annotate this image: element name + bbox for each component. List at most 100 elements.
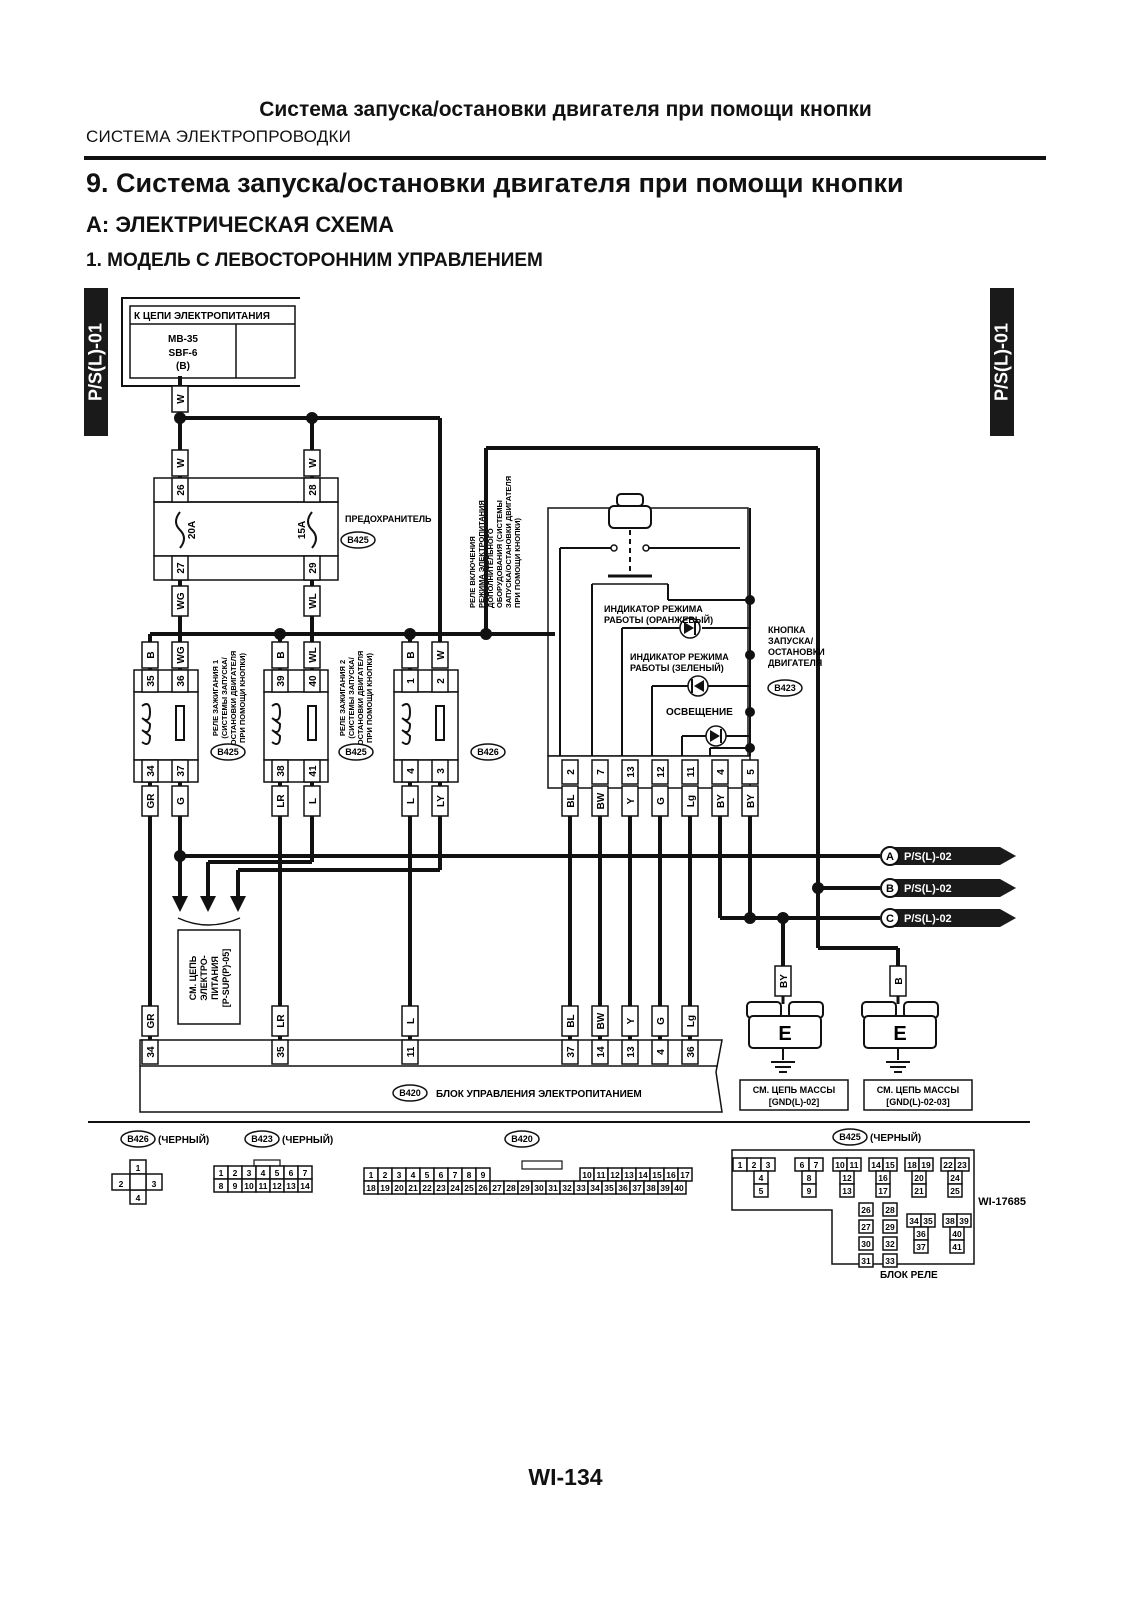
module-pin-11: 11: [406, 1046, 417, 1057]
power-ref-3: ПИТАНИЯ: [210, 956, 220, 1000]
relay-3-label-line: ДОПОЛНИТЕЛЬНОГО: [486, 528, 495, 608]
b423-tag: B423: [251, 1134, 273, 1144]
power-ref-1: СМ. ЦЕПЬ: [188, 955, 198, 1000]
relay-2-label-line: РЕЛЕ ЗАЖИГАНИЯ 2: [338, 660, 347, 736]
switch-pin-13: 13: [626, 766, 637, 778]
relay-3-pin-bottom-1: 4: [406, 768, 417, 774]
relay-coil: [271, 703, 282, 745]
switch-pin-5: 5: [746, 769, 757, 775]
switch-wire-1: BL: [566, 794, 577, 807]
switch-wire-3: Y: [626, 797, 637, 804]
relay-3-wire-bottom-2: LY: [436, 795, 447, 807]
relay-2-pin-bottom-2: 41: [308, 765, 319, 777]
module-pin-36: 36: [686, 1046, 697, 1058]
offpage-letter: B: [886, 883, 894, 895]
start-stop-switch: ИНДИКАТОР РЕЖИМА РАБОТЫ (ОРАНЖЕВЫЙ) ИНДИ…: [547, 493, 825, 817]
orange-indicator-label-1: ИНДИКАТОР РЕЖИМА: [604, 604, 703, 614]
running-header-title: Система запуска/остановки двигателя при …: [259, 98, 872, 121]
power-ref-4: [P-SUP(P)-05]: [221, 949, 231, 1008]
relay-3-connector: B426: [477, 747, 499, 757]
relay-2-pin-top-1: 39: [276, 675, 287, 687]
relay-3-label-line: РЕЖИМА ЭЛЕКТРОПИТАНИЯ: [477, 500, 486, 608]
fuse2-rating: 15A: [297, 521, 308, 539]
b425-pin-33: 33: [885, 1256, 895, 1266]
b423-pin: 6: [289, 1168, 294, 1178]
ground-wire-1: BY: [779, 974, 790, 988]
switch-pin-11: 11: [686, 766, 697, 777]
fuse-pin-bottom-2: 29: [308, 562, 319, 574]
b425-pin-18: 18: [907, 1160, 917, 1170]
b420-tag: B420: [511, 1134, 533, 1144]
relay-coil: [141, 703, 152, 745]
switch-title-2: ЗАПУСКА/: [768, 636, 814, 646]
b426-pin-1: 1: [136, 1163, 141, 1173]
relay-1-label-line: (СИСТЕМЫ ЗАПУСКА/: [220, 656, 229, 738]
figure-id: WI-17685: [978, 1196, 1026, 1208]
relay-3-pin-top-2: 2: [436, 678, 447, 684]
relay-2-pin-bottom-1: 38: [276, 765, 287, 777]
b420-pin: 31: [548, 1183, 558, 1193]
relay-1-label-line: РЕЛЕ ЗАЖИГАНИЯ 1: [211, 660, 220, 736]
b420-pin: 22: [422, 1183, 432, 1193]
b420-pin: 10: [582, 1170, 592, 1180]
b420-pin: 32: [562, 1183, 572, 1193]
b425-pin-14: 14: [871, 1160, 881, 1170]
fuse1-rating: 20A: [187, 521, 198, 539]
b423-pin: 11: [259, 1181, 268, 1191]
b425-pin-41: 41: [952, 1242, 962, 1252]
b425-pin-4: 4: [759, 1173, 764, 1183]
b425-pin-11: 11: [850, 1160, 859, 1170]
model-title: 1. МОДЕЛЬ С ЛЕВОСТОРОННИМ УПРАВЛЕНИЕМ: [86, 250, 543, 271]
illumination-label: ОСВЕЩЕНИЕ: [666, 707, 733, 718]
b425-pin-12: 12: [842, 1173, 852, 1183]
relay-3-wire-bottom-1: L: [406, 798, 417, 804]
module-connector: B420: [399, 1088, 421, 1098]
offpage-ref: P/S(L)-02: [904, 883, 952, 895]
offpage-letter: C: [886, 913, 894, 925]
relay-2-label-line: ПРИ ПОМОЩИ КНОПКИ): [365, 653, 374, 743]
b420-pin: 36: [618, 1183, 628, 1193]
power-feed-arrows: [172, 896, 246, 912]
b420-pin: 16: [666, 1170, 676, 1180]
module-wire-5: BW: [596, 1012, 607, 1029]
b420-pin: 23: [436, 1183, 446, 1193]
module-label: БЛОК УПРАВЛЕНИЯ ЭЛЕКТРОПИТАНИЕМ: [436, 1089, 642, 1100]
b425-pin-37: 37: [916, 1242, 926, 1252]
b425-pin-22: 22: [943, 1160, 953, 1170]
switch-wire-2: BW: [596, 792, 607, 809]
b420-pin: 29: [520, 1183, 530, 1193]
power-box-line2: SBF-6: [169, 348, 198, 359]
b425-pin-7: 7: [814, 1160, 819, 1170]
fuse-pin-bottom-1: 27: [176, 562, 187, 574]
switch-connector: B423: [774, 683, 796, 693]
b420-pin: 2: [383, 1170, 388, 1180]
relay-2-label-line: ОСТАНОВКИ ДВИГАТЕЛЯ: [356, 651, 365, 746]
relay-2-wire-bottom-1: LR: [276, 794, 287, 808]
offpage-letter: A: [886, 851, 894, 863]
b420-pin: 24: [450, 1183, 460, 1193]
relay-1-pin-bottom-2: 37: [176, 765, 187, 777]
b425-pin-17: 17: [878, 1186, 888, 1196]
fuse-block: 20A 15A 26 28 27 29 W W WG WL ПРЕДОХРАНИ…: [153, 449, 432, 617]
b420-pin: 9: [481, 1170, 486, 1180]
b420-pin: 20: [394, 1183, 404, 1193]
relay-3-pin-bottom-2: 3: [436, 768, 447, 774]
offpage-ref: P/S(L)-02: [904, 913, 952, 925]
module-wire-6: Y: [626, 1017, 637, 1024]
b426-pin-2: 2: [119, 1179, 124, 1189]
module-pin-35: 35: [276, 1046, 287, 1058]
b426-color: (ЧЕРНЫЙ): [158, 1133, 209, 1146]
switch-pin-2: 2: [566, 769, 577, 775]
b425-pin-15: 15: [885, 1160, 895, 1170]
b420-pin: 1: [369, 1170, 374, 1180]
b420-pin: 35: [604, 1183, 614, 1193]
b426-tag: B426: [127, 1134, 149, 1144]
fuse-wire-top-2: W: [308, 458, 319, 468]
b425-pin-13: 13: [842, 1186, 852, 1196]
b423-color: (ЧЕРНЫЙ): [282, 1133, 333, 1146]
fuse-wire-bottom-2: WL: [308, 593, 319, 609]
